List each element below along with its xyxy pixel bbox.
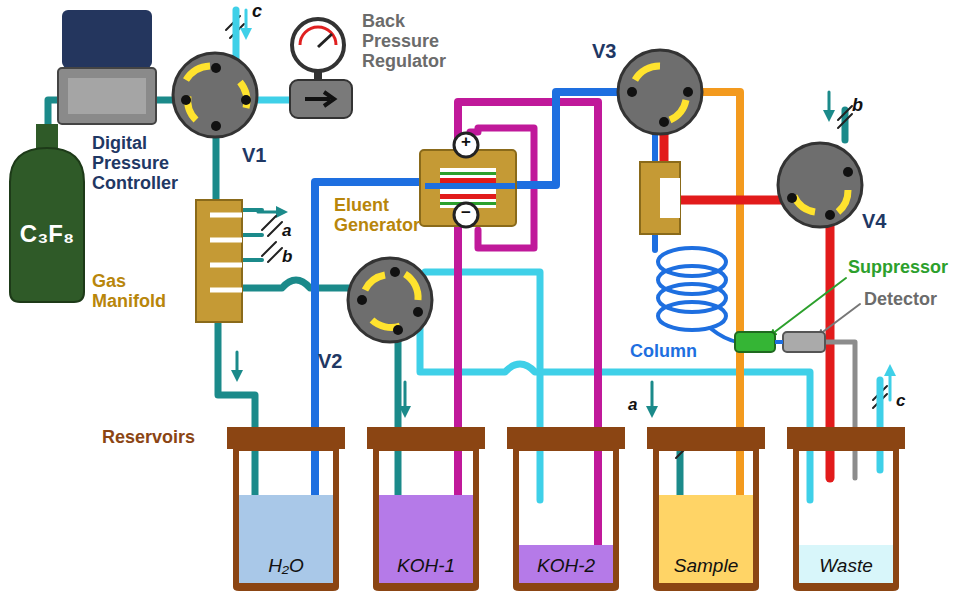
- line-letter: c: [252, 2, 262, 22]
- reservoir-jar: KOH-2: [505, 425, 627, 593]
- part-name: Suppressor: [848, 258, 948, 278]
- gas-name: C₃F₈: [8, 220, 86, 248]
- reservoir-jar: Waste: [785, 425, 907, 593]
- reservoir-jar: H₂O: [225, 425, 347, 593]
- valve-name: V4: [862, 210, 886, 232]
- line-letter: c: [896, 392, 905, 411]
- reservoir-name: KOH-1: [365, 555, 487, 577]
- valve-name: V2: [318, 350, 342, 372]
- reservoir-jar: KOH-1: [365, 425, 487, 593]
- part-name: Detector: [864, 290, 937, 310]
- line-letter: b: [852, 96, 863, 116]
- part-name: Back Pressure Regulator: [362, 12, 482, 71]
- node-outline: [8, 122, 86, 304]
- reservoir-name: H₂O: [225, 555, 347, 577]
- electrode-sign: −: [460, 204, 472, 223]
- part-name: Digital Pressure Controller: [92, 134, 192, 193]
- line-letter: a: [282, 222, 291, 241]
- part-name: Gas Manifold: [92, 272, 192, 312]
- line-letter: b: [282, 248, 292, 267]
- valve-name: V1: [242, 144, 266, 166]
- reservoir-name: KOH-2: [505, 555, 627, 577]
- part-name: Eluent Generator: [334, 196, 424, 236]
- valve-name: V3: [592, 40, 616, 62]
- line-letter: a: [628, 396, 637, 415]
- section-heading: Reservoirs: [102, 428, 195, 448]
- part-name: Column: [630, 342, 697, 362]
- electrode-sign: +: [460, 133, 472, 152]
- gas-cylinder: C₃F₈: [8, 122, 86, 304]
- reservoir-name: Sample: [645, 555, 767, 577]
- reservoir-jar: Sample: [645, 425, 767, 593]
- reservoir-name: Waste: [785, 555, 907, 577]
